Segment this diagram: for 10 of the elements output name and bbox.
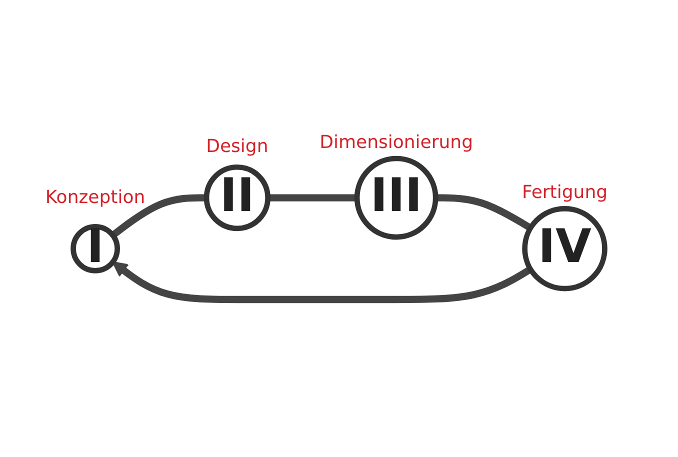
arrow	[112, 260, 532, 303]
node-circle: II	[204, 164, 270, 231]
node-circle: I	[70, 223, 120, 273]
node-circle: IV	[522, 206, 608, 291]
stage-caption: Design	[206, 136, 268, 158]
stage-caption: Fertigung	[522, 182, 608, 204]
stage-caption: Dimensionierung	[320, 132, 474, 153]
stage-caption: Konzeption	[45, 187, 146, 208]
node-circle: III	[354, 155, 438, 240]
connector	[436, 194, 532, 231]
